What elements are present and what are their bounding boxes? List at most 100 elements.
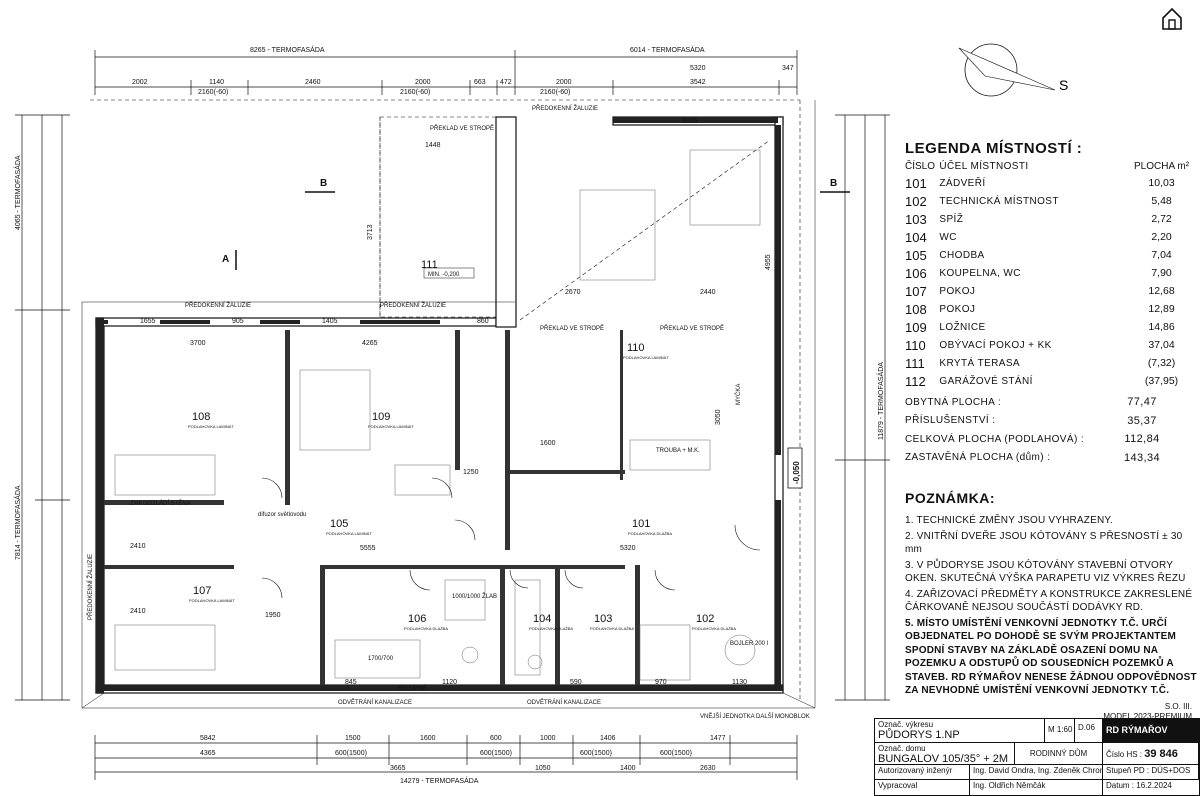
top-dim-left: 8265 - TERMOFASÁDA [250,45,325,54]
right-dim: 11879 - TERMOFASÁDA [876,362,885,440]
bottom-dim: 14279 - TERMOFASÁDA [400,776,479,785]
tb-made-value: Ing. Oldřich Němčák [970,780,1103,795]
legend-room-name: obývací pokoj + KK [939,339,1052,351]
room-102-number: 102 [696,613,714,625]
roof-lines [81,100,816,709]
legend-room-area: 2,72 [1151,213,1172,225]
floor-plan: 8265 - TERMOFASÁDA 6014 - TERMOFASÁDA 14… [13,45,890,785]
folding-label: SKLOPNÉ [398,685,426,692]
tb-stage-label: Stupeň PD : [1106,766,1150,775]
room-109-number: 109 [372,411,390,423]
room-111-number: 111 [421,259,438,271]
tb-auth-label: Autorizovaný inženýr [875,765,970,780]
dimension-labels: 8265 - TERMOFASÁDA 6014 - TERMOFASÁDA 14… [13,45,885,785]
room-106-sub: PODLAHOVKA DLAŽBA [404,626,448,631]
tb-auth-value: Ing. David Ondra, Ing. Zdeněk Chromý [970,765,1103,780]
sewer-vent-1: ODVĚTRÁNÍ KANALIZACE [338,698,412,706]
room-111: 111 MIN. -0,200 [421,259,475,279]
summary-label: OBYTNÁ PLOCHA : [905,396,1002,408]
tb-stage-value: DÚS+DOS [1151,766,1191,775]
notes-list: 1. TECHNICKÉ ZMĚNY JSOU VYHRAZENY.2. VNI… [905,514,1200,698]
shutter-mid: PŘEDOKENNÍ ŽALUZIE [380,301,446,309]
dim-d13: 1600 [540,440,556,447]
bottom-row2-4: 600(1500) [480,750,512,757]
exterior-walls [95,116,784,694]
legend-row: 111 krytá terasa (7,32) [905,354,1195,372]
top-row2-4: 5320 [690,65,706,72]
top-row-3: 2460 [305,79,321,86]
notes: POZNÁMKA: 1. TECHNICKÉ ZMĚNY JSOU VYHRAZ… [905,490,1200,700]
note-item: 3. V PŮDORYSE JSOU KÓTOVÁNY STAVEBNÍ OTV… [905,559,1186,585]
room-101: 101 PODLAHOVKA DLAŽBA [628,518,672,536]
bottom-row-3: 1600 [420,735,436,742]
tb-logo: RD RÝMAŘOV [1103,719,1199,743]
tb-drawing: Označ. výkresu PŮDORYS 1.NP [875,719,1045,743]
legend-row: 105chodba7,04 [905,246,1195,264]
section-b-right: B [830,178,837,189]
summary-label: ZASTAVĚNÁ PLOCHA (dům) : [905,452,1051,464]
dishwasher-label: MYČKA [735,384,742,405]
top-dim-right: 6014 - TERMOFASÁDA [630,45,705,54]
shower-label: 1000/1000 ŽLAB [452,592,497,600]
terrace-outline [90,99,801,700]
legend-room-number: 107 [905,283,927,299]
kitchen-width: 3050 [715,409,722,425]
room-110: 110 PODLAHOVKA LAMINÁT [623,342,669,360]
summary-value: 112,84 [1124,433,1160,446]
room-106: 106 PODLAHOVKA DLAŽBA [404,613,448,631]
compass-needle-outline [958,47,1056,91]
house-icon [1162,7,1182,30]
dim-d2: 905 [232,318,244,325]
bottom-row-6: 1406 [600,735,616,742]
legend-col-number: ČÍSLO [905,161,936,172]
dim-d21: 590 [570,679,582,686]
top-row-2: 1140 [209,79,224,86]
room-102-sub: PODLAHOVKA DLAŽBA [692,626,736,631]
legend-room-name: pokoj [939,285,976,297]
legend-room-number: 101 [905,175,927,191]
summary-row: ZASTAVĚNÁ PLOCHA (dům) :143,34 [905,449,1195,468]
legend-room-number: 104 [905,229,927,245]
legend-room-area: 7,04 [1151,249,1172,261]
bottom-row2-2: 600(1500) [335,750,367,757]
legend-room-number: 111 [905,355,925,371]
bottom-row-4: 600 [490,735,502,742]
room-104-number: 104 [533,613,551,625]
right-dimension-lines [835,114,890,701]
legend-room-number: 102 [905,193,927,209]
room-104: 104 PODLAHOVKA DLAŽBA [529,613,573,631]
wall-fill [96,117,783,693]
compass-circle [964,43,1018,97]
top-row-9: 347 [782,65,794,72]
room-111-sub: MIN. -0,200 [428,272,460,278]
lintel-2: PŘEKLAD VE STROPĚ [540,324,604,332]
summary-label: CELKOVÁ PLOCHA (PODLAHOVÁ) : [905,433,1085,445]
dim-d12: 4955 [765,254,772,270]
room-109-sub: PODLAHOVKA LAMINÁT [368,424,414,429]
room-108-number: 108 [192,411,210,423]
top-row-8: 3542 [690,79,706,86]
legend-room-name: krytá terasa [939,357,1020,369]
title-block: Označ. výkresu PŮDORYS 1.NP M 1:60 D.06 … [874,718,1200,796]
dim-d1: 1655 [140,318,156,325]
left-dim-top: 4065 - TERMOFASÁDA [13,155,22,230]
stove-label: TROUBA + M.K. [656,448,700,454]
bottom-row-2: 1500 [345,735,361,742]
tb-house-label: Označ. domu [878,744,926,753]
legend-room-area: 12,89 [1148,303,1175,315]
room-107: 107 PODLAHOVKA LAMINÁT [189,585,235,603]
dim-d5: 3700 [190,340,206,347]
tb-date-label: Datum : [1106,781,1135,790]
note-item: 4. ZAŘIZOVACÍ PŘEDMĚTY A KONSTRUKCE ZAKR… [905,588,1193,614]
legend-room-area: (7,32) [1147,357,1176,369]
model-label: S.O. III. MODEL 2023-PREMIUM [1103,702,1192,722]
legend-room-name: WC [939,231,957,243]
room-103-sub: PODLAHOVKA DLAŽBA [590,626,634,631]
top-row2-3: 2160(-60) [540,89,570,96]
room-110-sub: PODLAHOVKA LAMINÁT [623,355,669,360]
shutter-left: PŘEDOKENNÍ ŽALUZIE [185,301,251,309]
tb-drawing-label: Označ. výkresu [878,720,934,729]
tb-sheet: D.06 [1075,719,1103,743]
room-103-number: 103 [594,613,612,625]
